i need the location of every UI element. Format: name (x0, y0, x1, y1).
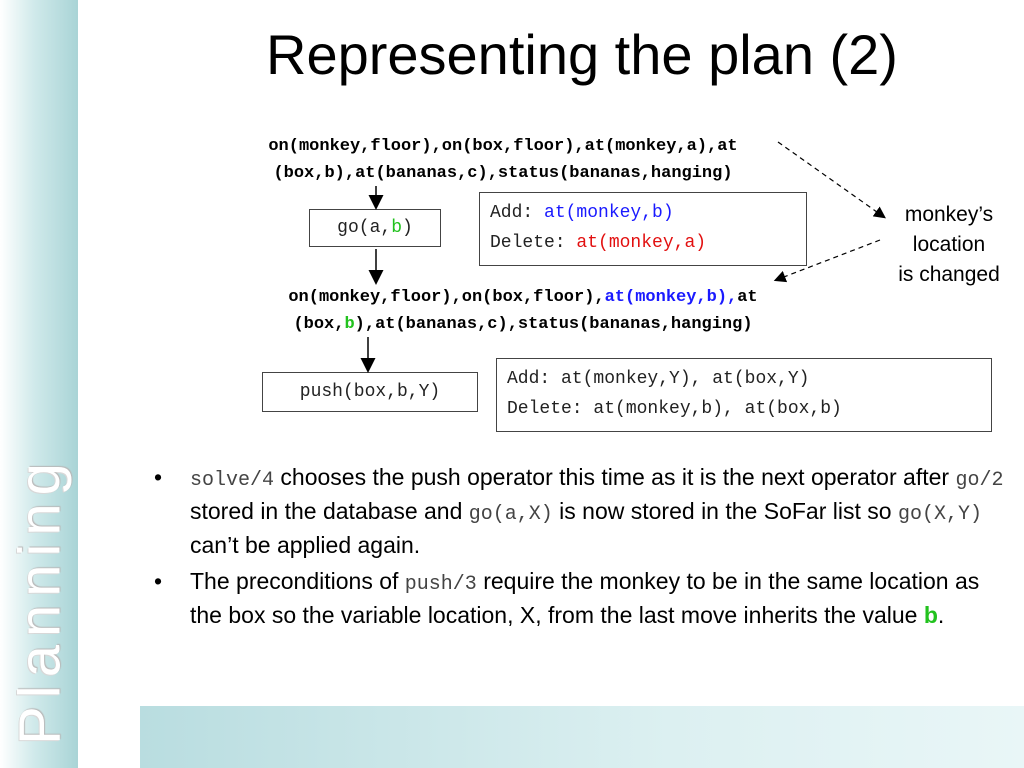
go-add-line: Add: at(monkey,b) (490, 198, 796, 228)
second-state: on(monkey,floor),on(box,floor),at(monkey… (180, 284, 866, 338)
code-go-a-x: go(a,X) (468, 503, 553, 526)
go-add-value: at(monkey,b) (544, 203, 674, 223)
bullet-text: The preconditions of (190, 568, 405, 594)
second-state-part: on(monkey,floor),on(box,floor), (288, 288, 605, 307)
note-line-2: location (912, 233, 986, 256)
code-push3: push/3 (404, 573, 477, 596)
bullet-text: . (937, 602, 945, 628)
code-go-x-y: go(X,Y) (897, 503, 982, 526)
second-state-line-2: (box,b),at(bananas,c),status(bananas,han… (180, 311, 866, 338)
go-delete-value: at(monkey,a) (576, 233, 707, 253)
go-add-label: Add: (490, 203, 545, 223)
dashed-arrow-to-old-location (777, 141, 886, 219)
bottom-band (140, 706, 1024, 768)
note-line-3: is changed (898, 263, 1000, 286)
push-delete-line: Delete: at(monkey,b), at(box,b) (507, 399, 842, 419)
bullet-list: • solve/4 chooses the push operator this… (150, 462, 1010, 636)
bullet-text: can’t be applied again. (190, 532, 421, 558)
go-operator-suffix: ) (402, 218, 413, 238)
go-operator-prefix: go(a, (337, 218, 392, 238)
go-delete-label: Delete: (490, 233, 577, 253)
bullet-item-preconditions: • The preconditions of push/3 require th… (150, 566, 1010, 630)
second-state-box-location: b (344, 315, 355, 334)
initial-state-line-1: on(monkey,floor),on(box,floor),at(monkey… (268, 137, 738, 156)
second-state-part: at (737, 288, 758, 307)
bullet-marker: • (154, 568, 163, 594)
sidebar-band: Planning (0, 0, 78, 768)
code-solve: solve/4 (190, 469, 275, 492)
second-state-changed-fact: at(monkey,b), (604, 288, 738, 307)
go-effects-box: Add: at(monkey,b) Delete: at(monkey,a) (479, 192, 807, 266)
code-go2: go/2 (955, 469, 1004, 492)
go-delete-line: Delete: at(monkey,a) (490, 228, 796, 258)
bullet-marker: • (154, 464, 163, 490)
bullet-text: chooses the push operator this time as i… (274, 464, 956, 490)
bullet-item-solve: • solve/4 chooses the push operator this… (150, 462, 1010, 560)
second-state-part: (box, (293, 315, 345, 334)
highlight-value-b: b (923, 602, 938, 628)
initial-state-line-2: (box,b),at(bananas,c),status(bananas,han… (273, 164, 733, 183)
push-effects-box: Add: at(monkey,Y), at(box,Y) Delete: at(… (496, 358, 992, 432)
go-operator-arg: b (391, 218, 402, 238)
go-operator-box: go(a,b) (309, 209, 441, 247)
second-state-line-1: on(monkey,floor),on(box,floor),at(monkey… (180, 284, 866, 311)
bullet-text: stored in the database and (190, 498, 469, 524)
slide-title: Representing the plan (2) (266, 23, 898, 86)
location-change-note: monkey’s location is changed (884, 200, 1014, 290)
push-add-line: Add: at(monkey,Y), at(box,Y) (507, 369, 810, 389)
push-operator-label: push(box,b,Y) (299, 382, 441, 402)
initial-state: on(monkey,floor),on(box,floor),at(monkey… (180, 133, 826, 187)
dashed-arrow-to-new-location (773, 239, 881, 283)
push-operator-box: push(box,b,Y) (262, 372, 478, 412)
second-state-part: ),at(bananas,c),status(bananas,hanging) (354, 315, 753, 334)
bullet-text: is now stored in the SoFar list so (552, 498, 898, 524)
bullet-text: require the monkey to be in the same loc… (190, 568, 980, 628)
note-line-1: monkey’s (904, 203, 994, 226)
